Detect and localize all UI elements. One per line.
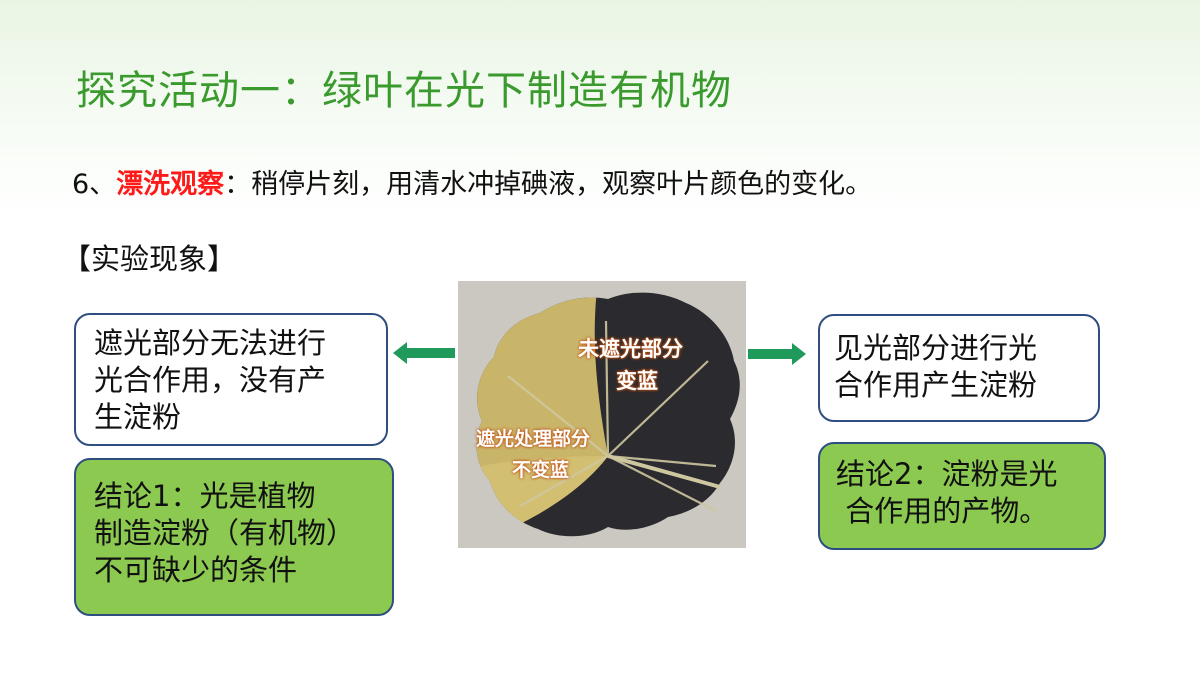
observation-line: 见光部分进行光 — [834, 331, 1038, 365]
step-text: ：稍停片刻，用清水冲掉碘液，观察叶片颜色的变化。 — [224, 169, 873, 200]
slide-title: 探究活动一：绿叶在光下制造有机物 — [76, 68, 732, 114]
step-instruction: 6、漂洗观察：稍停片刻，用清水冲掉碘液，观察叶片颜色的变化。 — [72, 162, 872, 201]
observation-line: 合作用产生淀粉 — [834, 368, 1038, 402]
conclusion-line: 制造淀粉（有机物） — [94, 516, 356, 550]
left-arrow-icon — [393, 342, 455, 364]
shaded-result-label: 不变蓝 — [512, 459, 570, 481]
conclusion-2-box: 结论2：淀粉是光 合作用的产物。 — [818, 442, 1106, 550]
unshaded-result-label: 变蓝 — [616, 369, 658, 393]
observation-line: 遮光部分无法进行 — [94, 326, 327, 360]
unshaded-observation-box: 见光部分进行光 合作用产生淀粉 — [818, 314, 1100, 422]
leaf-photo: 未遮光部分 变蓝 遮光处理部分 不变蓝 — [458, 281, 746, 548]
leaf-illustration — [458, 281, 746, 548]
conclusion-line: 合作用的产物。 — [836, 494, 1049, 528]
step-keyword: 漂洗观察 — [116, 169, 225, 200]
right-arrow-icon — [748, 343, 806, 365]
conclusion-line: 结论2：淀粉是光 — [836, 457, 1058, 491]
observation-line: 光合作用，没有产 — [94, 363, 327, 397]
unshaded-part-label: 未遮光部分 — [578, 337, 683, 361]
conclusion-line: 结论1：光是植物 — [94, 479, 316, 513]
shaded-part-label: 遮光处理部分 — [476, 428, 591, 450]
observation-line: 生淀粉 — [94, 400, 182, 434]
step-number: 6、 — [72, 169, 117, 200]
phenomenon-heading: 【实验现象】 — [62, 242, 237, 276]
shaded-observation-box: 遮光部分无法进行 光合作用，没有产 生淀粉 — [74, 313, 388, 446]
conclusion-line: 不可缺少的条件 — [94, 553, 298, 587]
conclusion-1-box: 结论1：光是植物 制造淀粉（有机物） 不可缺少的条件 — [74, 458, 394, 616]
